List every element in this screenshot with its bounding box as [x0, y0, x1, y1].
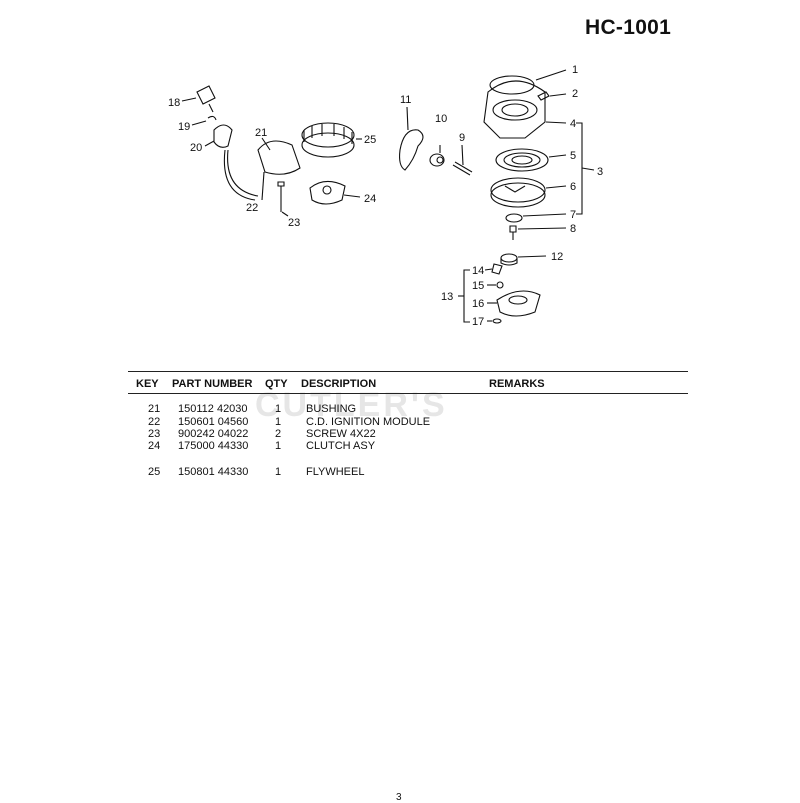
table-header-rule	[128, 393, 688, 394]
callout-1: 1	[572, 64, 578, 76]
callout-16: 16	[472, 298, 484, 310]
part-20-cap	[213, 124, 233, 148]
part-9-pin	[452, 164, 471, 176]
callout-9: 9	[459, 132, 465, 144]
callout-10: 10	[435, 113, 447, 125]
callout-17: 17	[472, 316, 484, 328]
part-17-washer	[492, 318, 502, 324]
callout-25: 25	[364, 134, 376, 146]
row-key: 24	[148, 440, 161, 452]
col-header-description: DESCRIPTION	[301, 378, 377, 390]
row-key: 23	[148, 428, 161, 440]
row-description: CLUTCH ASY	[306, 440, 376, 452]
part-15-spring	[496, 281, 504, 289]
part-2-screw	[537, 91, 550, 101]
table-top-rule	[128, 371, 688, 372]
part-22-ignition-module	[257, 140, 301, 175]
part-7-washer	[505, 213, 523, 223]
row-qty: 1	[275, 466, 282, 478]
row-qty: 1	[275, 403, 282, 415]
callout-5: 5	[570, 150, 576, 162]
row-qty: 1	[275, 416, 282, 428]
callout-2: 2	[572, 88, 578, 100]
row-part-number: 150112 42030	[178, 403, 248, 415]
callout-20: 20	[190, 142, 202, 154]
part-11-handle	[399, 129, 424, 171]
row-key: 21	[148, 403, 161, 415]
part-16-plate	[496, 290, 541, 317]
exploded-parts-diagram: 1 2 3 4 5 6 7 8 9 10 11 12 13 14 15 16 1…	[168, 64, 603, 328]
part-18-boot	[196, 85, 216, 113]
part-25-flywheel	[301, 122, 355, 148]
part-23-screw	[277, 181, 285, 212]
model-code: HC-1001	[585, 16, 672, 39]
row-description: BUSHING	[306, 403, 357, 415]
row-part-number: 150601 04560	[178, 416, 249, 428]
callout-24: 24	[364, 193, 376, 205]
col-header-key: KEY	[136, 378, 159, 390]
callout-15: 15	[472, 280, 484, 292]
callout-14: 14	[472, 265, 484, 277]
part-10-bushing	[429, 153, 445, 167]
part-6-reel	[490, 177, 546, 203]
callout-6: 6	[570, 181, 576, 193]
part-24-clutch	[309, 180, 346, 205]
callout-4: 4	[570, 118, 576, 130]
row-part-number: 150801 44330	[178, 466, 249, 478]
watermark: CUTLER'S	[255, 386, 448, 424]
row-description: FLYWHEEL	[306, 466, 365, 478]
callout-19: 19	[178, 121, 190, 133]
col-header-qty: QTY	[265, 378, 288, 390]
row-qty: 2	[275, 428, 282, 440]
callout-23: 23	[288, 217, 300, 229]
callout-18: 18	[168, 97, 180, 109]
callout-8: 8	[570, 223, 576, 235]
part-14-clip	[491, 263, 503, 275]
callout-7: 7	[570, 209, 576, 221]
part-1-cap	[489, 75, 535, 95]
callout-12: 12	[551, 251, 563, 263]
row-part-number: 900242 04022	[178, 428, 249, 440]
row-key: 25	[148, 466, 161, 478]
row-part-number: 175000 44330	[178, 440, 249, 452]
part-8-screw	[509, 225, 517, 240]
callout-22: 22	[246, 202, 258, 214]
row-description: SCREW 4X22	[306, 428, 376, 440]
part-4-housing	[483, 80, 546, 139]
callout-21: 21	[255, 127, 267, 139]
col-header-remarks: REMARKS	[489, 378, 545, 390]
col-header-part-number: PART NUMBER	[172, 378, 253, 390]
part-19-clip	[207, 115, 217, 121]
part-5-spring	[495, 148, 549, 172]
row-key: 22	[148, 416, 161, 428]
callout-3: 3	[597, 166, 603, 178]
callout-11: 11	[400, 94, 411, 106]
row-qty: 1	[275, 440, 282, 452]
part-12-nut	[500, 253, 518, 263]
row-description: C.D. IGNITION MODULE	[306, 416, 431, 428]
page-number: 3	[396, 792, 402, 803]
callout-13: 13	[441, 291, 453, 303]
